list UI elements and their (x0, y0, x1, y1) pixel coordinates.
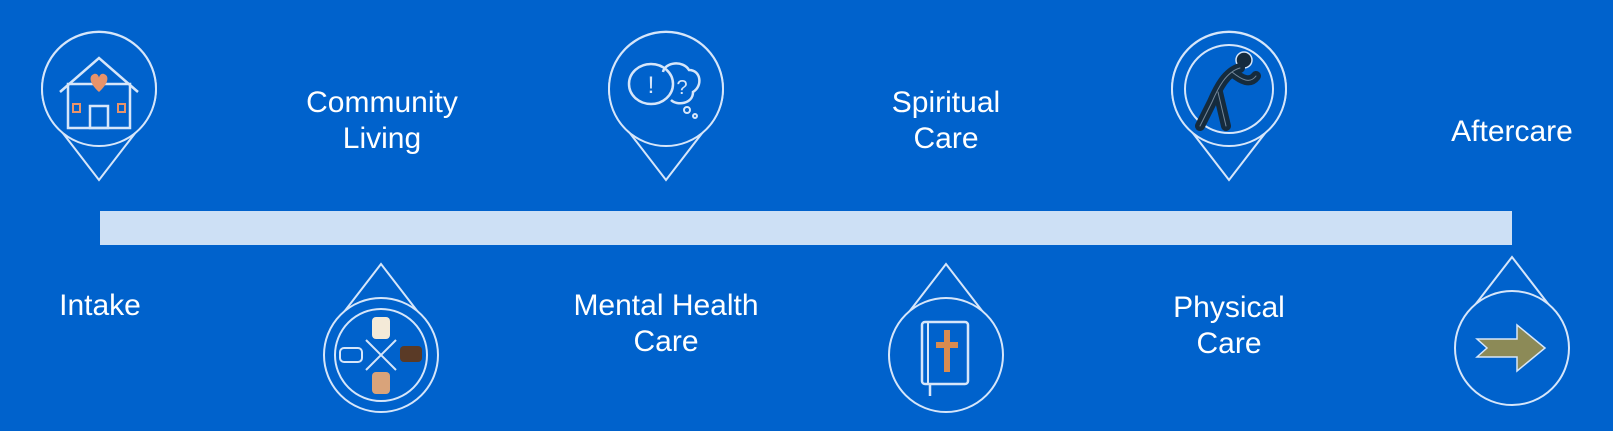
stage-label-line1: Physical (1173, 291, 1285, 324)
stage-mental-health-pin: ! ? (607, 30, 725, 182)
stage-intake-pin (40, 30, 158, 182)
stage-spiritual-care-pin (887, 262, 1005, 413)
stage-label-line1: Spiritual (891, 86, 1001, 119)
stage-label-line1: Mental Health (573, 289, 759, 322)
stage-label-line1: Intake (59, 289, 141, 322)
svg-text:!: ! (648, 72, 655, 99)
stage-aftercare-label: Aftercare (1432, 114, 1592, 150)
stage-community-living-pin (322, 262, 440, 413)
stage-label-line1: Community (306, 86, 458, 119)
hands-together-icon (323, 262, 439, 413)
bible-icon (888, 262, 1004, 413)
house-heart-icon (41, 30, 157, 182)
arrow-right-icon (1454, 255, 1570, 406)
stage-label-line2: Living (342, 122, 422, 155)
stage-label-line2: Care (633, 325, 699, 358)
stage-label-line2: Care (1196, 327, 1262, 360)
stage-intake-label: Intake (30, 288, 170, 324)
stage-label-line1: Aftercare (1451, 115, 1573, 148)
timeline-bar (100, 211, 1512, 245)
stage-community-living-label: Community Living (282, 85, 482, 157)
stage-mental-health-label: Mental Health Care (546, 288, 786, 360)
stretching-person-icon (1171, 30, 1287, 182)
svg-text:?: ? (676, 77, 687, 99)
stage-physical-care-label: Physical Care (1149, 290, 1309, 362)
stage-spiritual-care-label: Spiritual Care (866, 85, 1026, 157)
stage-label-line2: Care (913, 122, 979, 155)
speech-bubbles-icon: ! ? (608, 30, 724, 182)
stage-aftercare-pin (1453, 255, 1571, 406)
stage-physical-care-pin (1170, 30, 1288, 182)
